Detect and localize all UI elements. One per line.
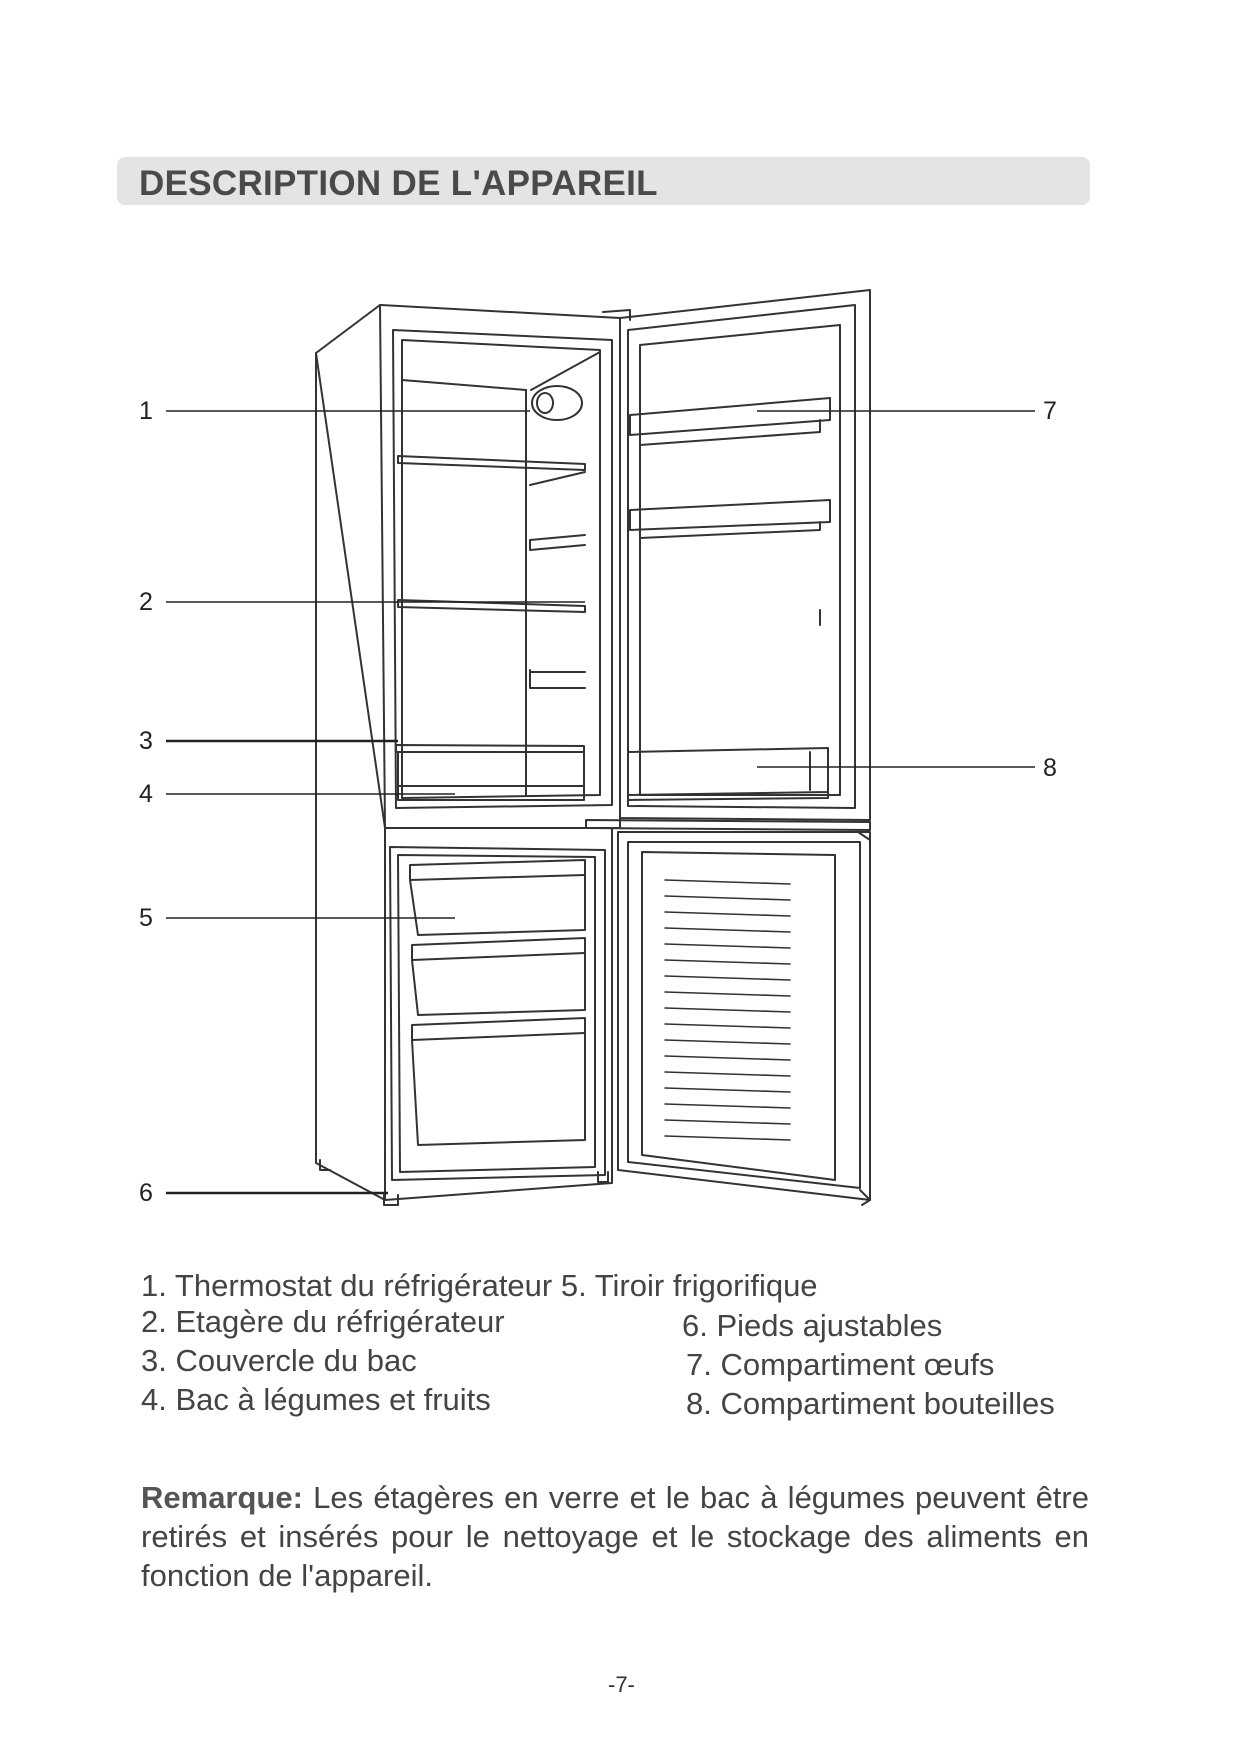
fridge-shelf-upper — [397, 455, 586, 486]
egg-compartment — [629, 397, 831, 539]
section-header: DESCRIPTION DE L'APPAREIL — [117, 157, 1090, 205]
legend-item-1-5: 1. Thermostat du réfrigérateur 5. Tiroir… — [141, 1268, 818, 1303]
freezer-drawer-3 — [411, 1017, 586, 1146]
section-title: DESCRIPTION DE L'APPAREIL — [139, 164, 658, 203]
bottle-compartment — [627, 747, 829, 801]
callout-7: 7 — [1043, 397, 1057, 425]
legend-item-8: 8. Compartiment bouteilles — [686, 1386, 1055, 1421]
remark-paragraph: Remarque: Les étagères en verre et le ba… — [141, 1478, 1089, 1595]
legend-item-7: 7. Compartiment œufs — [686, 1347, 995, 1382]
crisper-cover — [395, 744, 585, 753]
page-number: -7- — [608, 1672, 635, 1697]
remark-label: Remarque: — [141, 1480, 303, 1515]
crisper-drawer — [397, 751, 585, 801]
callout-3: 3 — [139, 727, 153, 755]
legend-item-3: 3. Couvercle du bac — [141, 1343, 417, 1378]
legend-item-4: 4. Bac à légumes et fruits — [141, 1382, 491, 1417]
callout-8: 8 — [1043, 754, 1057, 782]
thermostat — [530, 351, 601, 421]
legend-item-6: 6. Pieds ajustables — [682, 1308, 943, 1343]
freezer-door — [617, 831, 871, 1201]
legend-item-2: 2. Etagère du réfrigérateur — [141, 1304, 505, 1339]
remark-text: Les étagères en verre et le bac à légume… — [141, 1480, 1089, 1593]
callout-5: 5 — [139, 904, 153, 932]
freezer-door-vents — [664, 879, 791, 1141]
callout-1: 1 — [139, 397, 153, 425]
callout-4: 4 — [139, 780, 153, 808]
fridge-shelf-middle — [397, 599, 586, 613]
fridge-door-upper — [602, 289, 871, 821]
freezer-drawer-1 — [409, 859, 586, 936]
callout-2: 2 — [139, 588, 153, 616]
freezer-drawer-2 — [411, 937, 586, 1016]
callout-6: 6 — [139, 1179, 153, 1207]
adjustable-feet — [319, 1159, 609, 1206]
